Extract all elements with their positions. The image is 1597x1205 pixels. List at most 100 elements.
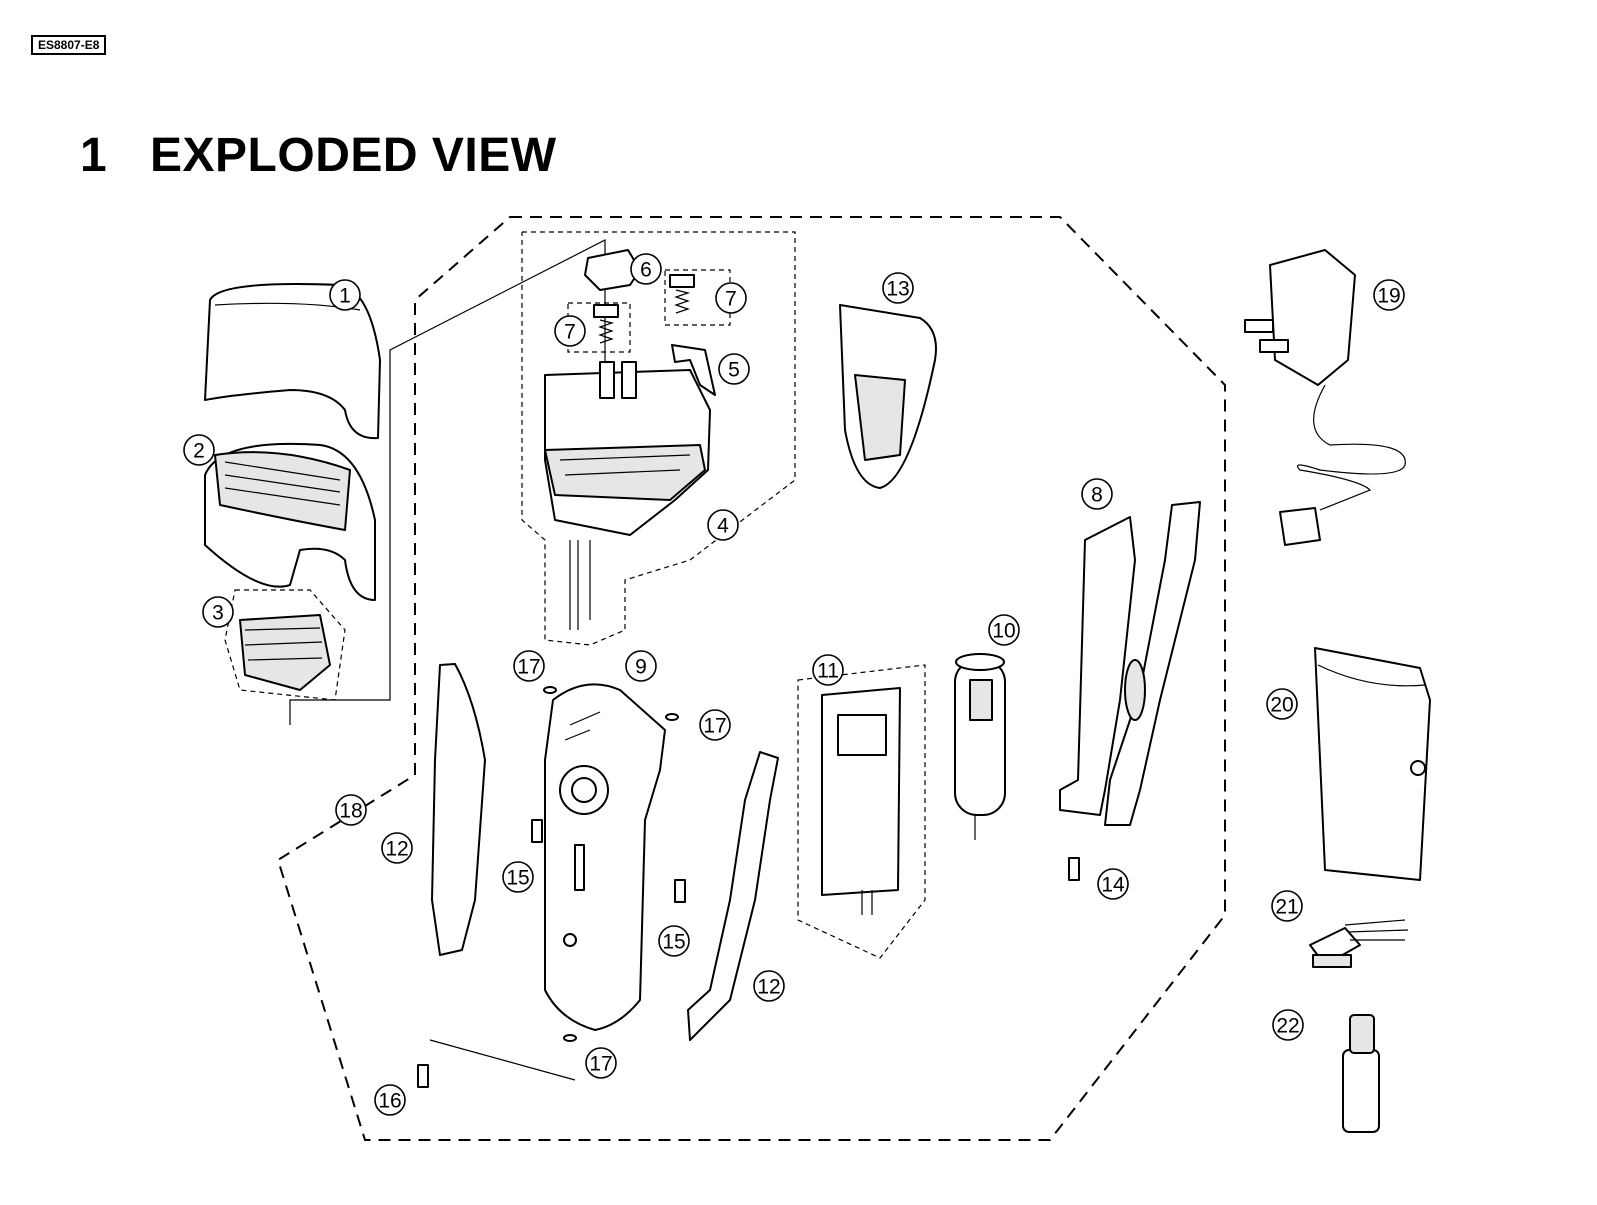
callout-label: 7: [725, 288, 737, 311]
callout-label: 2: [193, 440, 205, 463]
callout-label: 5: [728, 359, 740, 382]
part-10-battery: [954, 653, 1006, 840]
callout-circle: [554, 315, 586, 347]
section-number: 1: [80, 129, 108, 182]
model-code-tag: ES8807-E8: [31, 35, 107, 55]
callout-label: 13: [886, 278, 909, 301]
callout-c7a: 7: [715, 282, 747, 314]
callout-c5: 5: [718, 353, 750, 385]
callout-label: 3: [212, 602, 224, 625]
callout-circle: [882, 272, 914, 304]
callout-c21: 21: [1271, 890, 1303, 922]
part-2-foil-frame: [204, 442, 376, 601]
callout-label: 9: [635, 656, 647, 679]
part-21-cleaning-brush: [1309, 919, 1409, 968]
callout-circle: [1081, 478, 1113, 510]
callout-label: 17: [703, 715, 726, 738]
callout-label: 7: [564, 321, 576, 344]
main-body-group-outline: [276, 216, 1226, 1141]
callout-circle: [502, 861, 534, 893]
part-12-side-trim-right: [687, 751, 779, 1041]
callout-circle: [374, 1084, 406, 1116]
callout-c2: 2: [183, 434, 215, 466]
part-12-side-trim-left: [431, 663, 486, 956]
callout-label: 12: [385, 838, 408, 861]
part-20-pouch: [1314, 647, 1431, 881]
callout-label: 20: [1270, 694, 1293, 717]
part-13-inner-base: [839, 304, 937, 489]
callout-c8: 8: [1081, 478, 1113, 510]
callout-label: 18: [339, 800, 362, 823]
part-4-drive-unit: [521, 231, 796, 646]
callout-c12a: 12: [381, 832, 413, 864]
callout-c22: 22: [1272, 1009, 1304, 1041]
callout-circle: [715, 282, 747, 314]
callout-label: 16: [378, 1090, 401, 1113]
callout-c16: 16: [374, 1084, 406, 1116]
callout-circle: [630, 253, 662, 285]
callout-label: 4: [717, 515, 729, 538]
callout-c17b: 17: [699, 709, 731, 741]
callout-c14: 14: [1097, 868, 1129, 900]
callout-label: 21: [1275, 896, 1298, 919]
callout-label: 12: [757, 976, 780, 999]
callout-circle: [625, 650, 657, 682]
callout-c19: 19: [1373, 279, 1405, 311]
callout-label: 15: [662, 931, 685, 954]
callout-circle: [335, 794, 367, 826]
callout-label: 14: [1101, 874, 1125, 897]
callout-circle: [183, 434, 215, 466]
callout-circle: [707, 509, 739, 541]
callout-label: 15: [506, 867, 529, 890]
callout-c7b: 7: [554, 315, 586, 347]
callout-label: 6: [640, 259, 652, 282]
part-19-ac-adaptor: [1244, 249, 1406, 546]
callout-label: 11: [817, 660, 839, 683]
callout-c17a: 17: [513, 650, 545, 682]
callout-label: 17: [589, 1053, 612, 1076]
callout-circle: [988, 614, 1020, 646]
callout-circle: [329, 279, 361, 311]
part-11-circuit-board: [797, 664, 926, 959]
callout-c4: 4: [707, 509, 739, 541]
callout-circle: [381, 832, 413, 864]
callout-label: 22: [1276, 1015, 1299, 1038]
callout-c15a: 15: [502, 861, 534, 893]
callout-circle: [513, 650, 545, 682]
callout-c13: 13: [882, 272, 914, 304]
callout-c9: 9: [625, 650, 657, 682]
leader-line-16-17: [429, 1039, 576, 1081]
callout-layer: 1234567789101112121314151516171717181920…: [183, 253, 1405, 1116]
callout-circle: [658, 925, 690, 957]
callout-c11: 11: [812, 654, 844, 686]
callout-circle: [1373, 279, 1405, 311]
callout-circle: [699, 709, 731, 741]
callout-label: 8: [1091, 484, 1103, 507]
callout-c12b: 12: [753, 970, 785, 1002]
callout-circle: [812, 654, 844, 686]
section-title-text: EXPLODED VIEW: [150, 129, 557, 182]
callout-label: 17: [517, 656, 540, 679]
section-title: 1 EXPLODED VIEW: [80, 128, 557, 183]
callout-circle: [1097, 868, 1129, 900]
callout-c15b: 15: [658, 925, 690, 957]
callout-circle: [718, 353, 750, 385]
callout-circle: [1271, 890, 1303, 922]
callout-circle: [1266, 688, 1298, 720]
callout-c17c: 17: [585, 1047, 617, 1079]
part-9-front-case: [544, 683, 666, 1031]
callout-circle: [753, 970, 785, 1002]
callout-circle: [1272, 1009, 1304, 1041]
part-3-inner-blades: [224, 589, 346, 701]
callout-label: 19: [1377, 285, 1400, 308]
callout-circle: [202, 596, 234, 628]
callout-circle: [585, 1047, 617, 1079]
callout-c3: 3: [202, 596, 234, 628]
screws: [417, 686, 1080, 1088]
callout-c18: 18: [335, 794, 367, 826]
callout-label: 10: [992, 620, 1015, 643]
part-5-clip: [671, 344, 716, 396]
callout-c20: 20: [1266, 688, 1298, 720]
callout-c6: 6: [630, 253, 662, 285]
